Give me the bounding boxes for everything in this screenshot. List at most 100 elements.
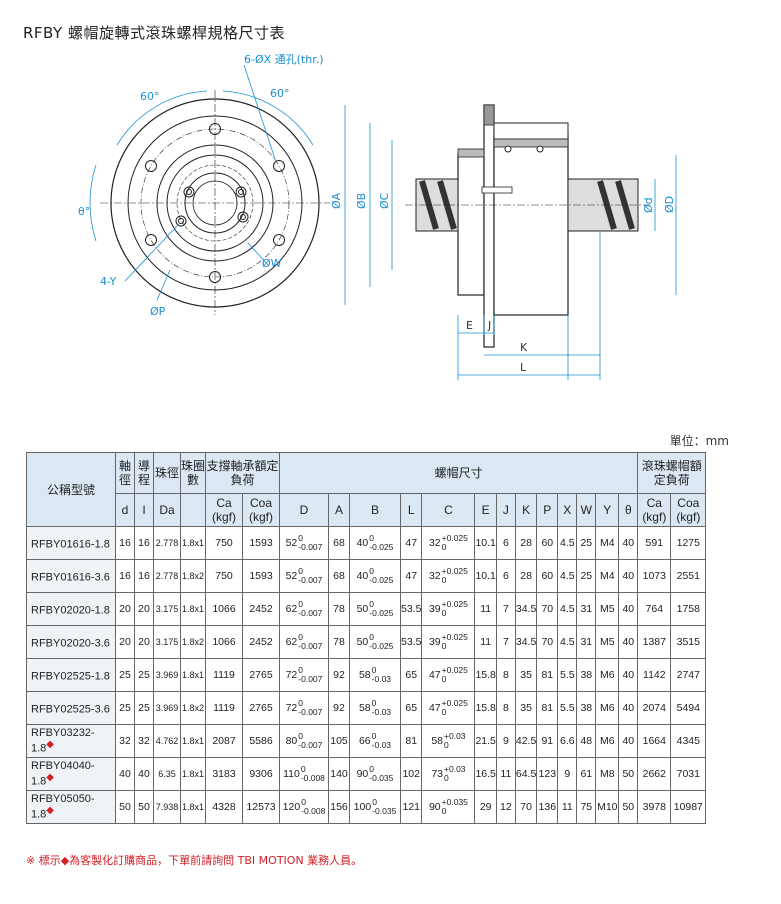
cell-E: 16.5 bbox=[474, 757, 497, 791]
phi-b-label: ØB bbox=[355, 193, 368, 209]
cell-nut-coa: 2747 bbox=[670, 658, 707, 692]
cell-Y: M6 bbox=[595, 658, 620, 692]
cell-W: 31 bbox=[576, 592, 597, 626]
cell-Y: M5 bbox=[595, 625, 620, 659]
header-model: 公稱型號 bbox=[26, 452, 116, 527]
cell-nut-coa: 4345 bbox=[670, 724, 707, 758]
cell-model: RFBY01616-3.6 bbox=[26, 559, 116, 593]
cell-P: 123 bbox=[536, 757, 559, 791]
cell-X: 9 bbox=[557, 757, 578, 791]
cell-Y: M4 bbox=[595, 526, 620, 560]
cell-A: 68 bbox=[328, 559, 350, 593]
header-nut-load: 滾珠螺帽額定負荷 bbox=[637, 452, 707, 494]
header-support: 支撐軸承額定負荷 bbox=[205, 452, 280, 494]
cell-A: 105 bbox=[328, 724, 350, 758]
phi-p-label: ØP bbox=[150, 305, 166, 318]
cell-K: 34.5 bbox=[514, 625, 538, 659]
holes-label: 6-ØX 通孔(thr.) bbox=[244, 53, 324, 66]
cell-P: 91 bbox=[536, 724, 559, 758]
cell-X: 6.6 bbox=[557, 724, 578, 758]
cell-circuit: 1.8x1 bbox=[180, 790, 206, 824]
phi-a-label: ØA bbox=[330, 192, 343, 209]
unit-label: 單位：mm bbox=[669, 434, 729, 448]
cell-L: 65 bbox=[399, 691, 423, 725]
cell-W: 48 bbox=[576, 724, 597, 758]
cell-d: 50 bbox=[115, 790, 135, 824]
cell-nut-ca: 2074 bbox=[637, 691, 672, 725]
cell-model: RFBY02020-1.8 bbox=[26, 592, 116, 626]
cell-support-ca: 750 bbox=[205, 559, 243, 593]
cell-Y: M4 bbox=[595, 559, 620, 593]
header-B: B bbox=[349, 493, 401, 527]
cell-circuit: 1.8x2 bbox=[180, 625, 206, 659]
header-lead-sym: I bbox=[134, 493, 154, 527]
cell-lead: 16 bbox=[134, 526, 154, 560]
cell-circuit: 1.8x2 bbox=[180, 691, 206, 725]
cell-model: RFBY01616-1.8 bbox=[26, 526, 116, 560]
cell-L: 53.5 bbox=[399, 625, 423, 659]
cell-model: RFBY02525-3.6 bbox=[26, 691, 116, 725]
cell-Y: M10 bbox=[595, 790, 620, 824]
cell-ball: 6.35 bbox=[153, 757, 181, 791]
cell-circuit: 1.8x1 bbox=[180, 592, 206, 626]
cell-support-coa: 2452 bbox=[242, 625, 280, 659]
cell-X: 4.5 bbox=[557, 526, 578, 560]
cell-support-ca: 1066 bbox=[205, 592, 243, 626]
cell-K: 34.5 bbox=[514, 592, 538, 626]
header-J: J bbox=[495, 493, 516, 527]
cell-Y: M8 bbox=[595, 757, 620, 791]
cell-nut-ca: 2662 bbox=[637, 757, 672, 791]
cell-P: 60 bbox=[536, 526, 559, 560]
header-support-ca: Ca(kgf) bbox=[205, 493, 243, 527]
cell-X: 5.5 bbox=[557, 691, 578, 725]
cell-nut-coa: 5494 bbox=[670, 691, 707, 725]
phi-d-small-label: Ød bbox=[642, 197, 655, 213]
cell-support-coa: 9306 bbox=[242, 757, 280, 791]
cell-Y: M6 bbox=[595, 724, 620, 758]
cell-E: 11 bbox=[474, 592, 497, 626]
cell-J: 9 bbox=[495, 724, 516, 758]
cell-W: 75 bbox=[576, 790, 597, 824]
cell-lead: 32 bbox=[134, 724, 154, 758]
cell-nut-ca: 764 bbox=[637, 592, 672, 626]
cell-K: 70 bbox=[514, 790, 538, 824]
cell-support-ca: 2087 bbox=[205, 724, 243, 758]
cell-A: 140 bbox=[328, 757, 350, 791]
cell-support-ca: 1119 bbox=[205, 691, 243, 725]
cell-J: 7 bbox=[495, 592, 516, 626]
phi-d-big-label: ØD bbox=[663, 196, 676, 213]
cell-P: 81 bbox=[536, 691, 559, 725]
cell-W: 25 bbox=[576, 559, 597, 593]
cell-E: 11 bbox=[474, 625, 497, 659]
cell-support-coa: 5586 bbox=[242, 724, 280, 758]
angle-right-label: 60° bbox=[270, 87, 290, 100]
cell-support-coa: 12573 bbox=[242, 790, 280, 824]
cell-J: 6 bbox=[495, 559, 516, 593]
cell-A: 78 bbox=[328, 592, 350, 626]
cell-L: 102 bbox=[399, 757, 423, 791]
cell-support-ca: 4328 bbox=[205, 790, 243, 824]
cell-d: 25 bbox=[115, 691, 135, 725]
header-ball: 珠徑 bbox=[153, 452, 181, 494]
cell-E: 15.8 bbox=[474, 691, 497, 725]
cell-nut-ca: 1142 bbox=[637, 658, 672, 692]
cell-L: 47 bbox=[399, 559, 423, 593]
cell-A: 92 bbox=[328, 691, 350, 725]
spec-table: 公稱型號 軸徑 導程 珠徑 珠圈數 支撐軸承額定負荷 螺帽尺寸 滾珠螺帽額定負荷… bbox=[26, 452, 707, 824]
cell-W: 31 bbox=[576, 625, 597, 659]
cell-model: RFBY04040-1.8◆ bbox=[26, 757, 116, 791]
cell-W: 38 bbox=[576, 658, 597, 692]
cell-E: 15.8 bbox=[474, 658, 497, 692]
